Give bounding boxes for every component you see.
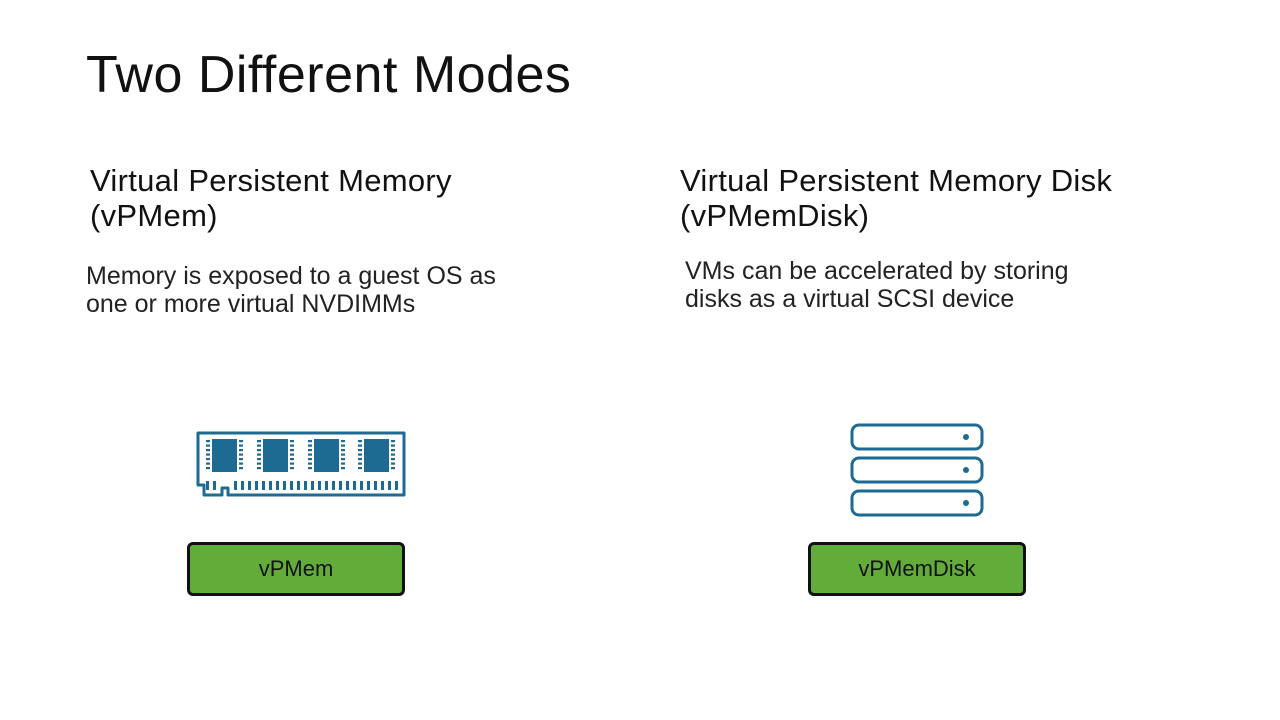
- vpmemdisk-column: Virtual Persistent Memory Disk (vPMemDis…: [592, 0, 1152, 720]
- vpmem-description: Memory is exposed to a guest OS as one o…: [86, 262, 606, 318]
- vpmemdisk-heading-line2: (vPMemDisk): [680, 198, 870, 233]
- vpmem-desc-line1: Memory is exposed to a guest OS as: [86, 262, 496, 290]
- vpmem-heading-line2: (vPMem): [90, 198, 218, 233]
- vpmemdisk-heading-line1: Virtual Persistent Memory Disk: [680, 163, 1113, 198]
- vpmem-column: Virtual Persistent Memory (vPMem) Memory…: [0, 0, 560, 720]
- vpmem-heading: Virtual Persistent Memory (vPMem): [90, 163, 560, 233]
- page-title: Two Different Modes: [86, 46, 572, 104]
- vpmem-heading-line1: Virtual Persistent Memory: [90, 163, 452, 198]
- vpmemdisk-button[interactable]: vPMemDisk: [808, 542, 1026, 596]
- vpmemdisk-desc-line1: VMs can be accelerated by storing: [685, 257, 1069, 285]
- vpmemdisk-heading: Virtual Persistent Memory Disk (vPMemDis…: [680, 163, 1240, 233]
- vpmemdisk-desc-line2: disks as a virtual SCSI device: [685, 285, 1015, 313]
- memory-module-icon: [196, 430, 406, 500]
- vpmemdisk-description: VMs can be accelerated by storing disks …: [685, 257, 1205, 313]
- vpmem-button[interactable]: vPMem: [187, 542, 405, 596]
- vpmem-desc-line2: one or more virtual NVDIMMs: [86, 290, 416, 318]
- storage-server-icon: [850, 422, 984, 518]
